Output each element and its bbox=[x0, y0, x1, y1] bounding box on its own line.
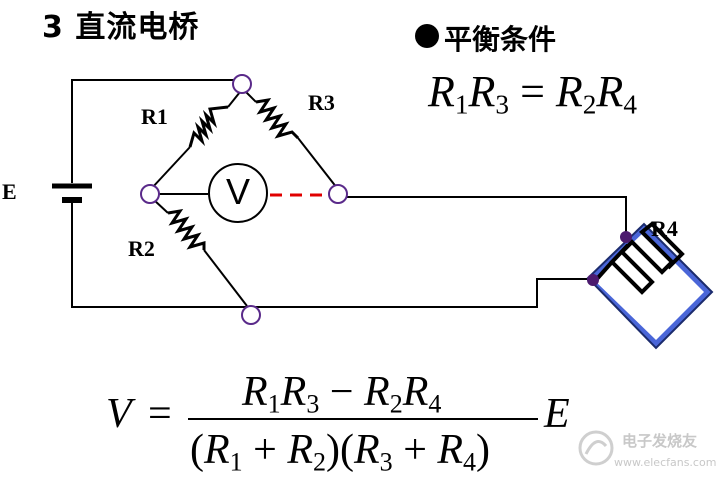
arm-r1-lead-top bbox=[150, 146, 191, 190]
formula-equals: = bbox=[148, 391, 172, 437]
gauge-lead bbox=[594, 260, 614, 282]
balance-equation: R1R3 = R2R4 bbox=[428, 67, 637, 120]
fraction-bar bbox=[188, 418, 538, 420]
arm-r2-lead-top bbox=[153, 199, 169, 214]
strain-gauge-r4 bbox=[586, 221, 714, 350]
voltmeter-label: V bbox=[225, 171, 250, 212]
bottom-wire bbox=[71, 203, 590, 308]
voltmeter: V bbox=[208, 163, 268, 223]
label-r1: R1 bbox=[141, 104, 168, 129]
bullet-icon bbox=[415, 24, 439, 48]
node-bottom bbox=[241, 305, 261, 325]
formula-denominator: (R1 + R2)(R3 + R4) bbox=[190, 427, 491, 477]
watermark-text: 电子发烧友 bbox=[622, 432, 698, 450]
balance-condition-label: 平衡条件 bbox=[444, 23, 557, 56]
node-left bbox=[140, 184, 160, 204]
arm-r3-lead-bottom bbox=[297, 137, 338, 189]
output-voltage-formula: V = R1R3 − R2R4 (R1 + R2)(R3 + R4) E bbox=[106, 368, 586, 478]
watermark-logo-icon bbox=[578, 430, 614, 466]
right-wire bbox=[338, 196, 627, 236]
formula-rhs: E bbox=[544, 391, 570, 437]
watermark-url: www.elecfans.com bbox=[614, 456, 717, 469]
node-right bbox=[328, 184, 348, 204]
label-r3: R3 bbox=[308, 90, 335, 115]
top-wire bbox=[71, 79, 242, 183]
battery-symbol bbox=[52, 183, 92, 203]
formula-numerator: R1R3 − R2R4 bbox=[242, 369, 442, 419]
slide-title: 3 直流电桥 bbox=[42, 10, 200, 45]
bridge-nodes bbox=[140, 74, 348, 325]
resistor-r1 bbox=[188, 105, 229, 148]
formula-lhs: V bbox=[106, 391, 132, 437]
gauge-terminal-left bbox=[587, 274, 599, 286]
arm-r1-lead-bottom bbox=[227, 91, 241, 108]
label-r2: R2 bbox=[128, 236, 155, 261]
gauge-terminal-top bbox=[620, 231, 632, 243]
resistor-r3 bbox=[255, 97, 300, 140]
node-top bbox=[232, 74, 252, 94]
resistor-r2 bbox=[167, 208, 206, 250]
label-source-e: E bbox=[2, 179, 17, 204]
arm-r2-lead-bottom bbox=[203, 249, 248, 307]
gauge-grid bbox=[609, 221, 685, 295]
label-r4: R4 bbox=[651, 216, 678, 241]
